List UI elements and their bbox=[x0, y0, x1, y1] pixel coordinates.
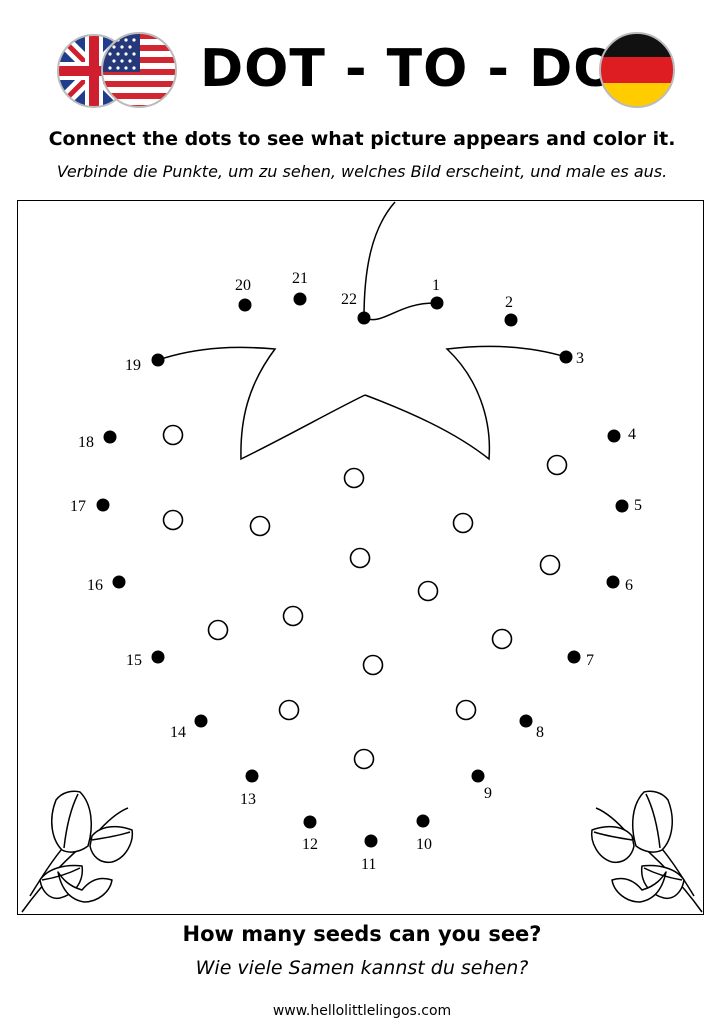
seed bbox=[452, 512, 474, 534]
dot-label: 3 bbox=[576, 350, 584, 367]
seed bbox=[278, 699, 300, 721]
seed bbox=[162, 424, 184, 446]
dot-label: 18 bbox=[78, 434, 94, 451]
dot-point bbox=[567, 650, 581, 664]
dot-14: 14 bbox=[170, 714, 208, 741]
header: DOT - TO - DOT bbox=[0, 0, 724, 120]
dot-point bbox=[103, 430, 117, 444]
seed bbox=[539, 554, 561, 576]
left-plant-icon bbox=[21, 790, 134, 913]
dot-label: 17 bbox=[70, 498, 86, 515]
dot-label: 22 bbox=[341, 291, 357, 308]
dot-label: 1 bbox=[432, 277, 440, 294]
dot-9: 9 bbox=[471, 769, 492, 802]
dot-label: 13 bbox=[240, 791, 256, 808]
website-link[interactable]: www.hellolittlelingos.com bbox=[272, 1003, 452, 1019]
dot-point bbox=[357, 311, 371, 325]
question-english: How many seeds can you see? bbox=[182, 922, 542, 946]
dot-label: 6 bbox=[625, 577, 633, 594]
dot-20: 20 bbox=[235, 277, 252, 312]
dot-7: 7 bbox=[567, 650, 594, 669]
dot-16: 16 bbox=[87, 575, 126, 594]
dot-label: 4 bbox=[628, 426, 636, 443]
dot-point bbox=[96, 498, 110, 512]
dot-point bbox=[559, 350, 573, 364]
dot-15: 15 bbox=[126, 650, 165, 669]
dot-10: 10 bbox=[416, 814, 432, 853]
seed bbox=[249, 515, 271, 537]
dot-19: 19 bbox=[125, 353, 165, 374]
dot-label: 14 bbox=[170, 724, 186, 741]
dot-1: 1 bbox=[430, 277, 444, 310]
dot-point bbox=[519, 714, 533, 728]
dot-label: 21 bbox=[292, 270, 308, 287]
dot-point bbox=[504, 313, 518, 327]
dot-point bbox=[151, 650, 165, 664]
dot-point bbox=[303, 815, 317, 829]
instruction-german: Verbinde die Punkte, um zu sehen, welche… bbox=[56, 162, 668, 181]
connector-line bbox=[363, 302, 438, 321]
seed bbox=[343, 467, 365, 489]
dot-point bbox=[151, 353, 165, 367]
dot-point bbox=[245, 769, 259, 783]
dot-point bbox=[471, 769, 485, 783]
seed bbox=[546, 454, 568, 476]
seed bbox=[417, 580, 439, 602]
page-title: DOT - TO - DOT bbox=[200, 39, 655, 99]
us-flag-icon bbox=[101, 32, 177, 108]
dot-13: 13 bbox=[240, 769, 259, 808]
dot-point bbox=[615, 499, 629, 513]
stem-line bbox=[363, 201, 396, 319]
dot-label: 10 bbox=[416, 836, 432, 853]
dot-label: 9 bbox=[484, 785, 492, 802]
dot-label: 16 bbox=[87, 577, 103, 594]
dot-6: 6 bbox=[606, 575, 633, 594]
seed bbox=[491, 628, 513, 650]
dot-11: 11 bbox=[361, 834, 378, 873]
dot-point bbox=[112, 575, 126, 589]
dot-label: 7 bbox=[586, 652, 594, 669]
dot-21: 21 bbox=[292, 270, 308, 306]
dot-point bbox=[416, 814, 430, 828]
dot-point bbox=[194, 714, 208, 728]
dot-18: 18 bbox=[78, 430, 117, 451]
seed bbox=[362, 654, 384, 676]
dot-label: 8 bbox=[536, 724, 544, 741]
dot-label: 20 bbox=[235, 277, 251, 294]
seed bbox=[353, 748, 375, 770]
dot-point bbox=[364, 834, 378, 848]
left-leaf-line bbox=[157, 346, 366, 461]
seed bbox=[207, 619, 229, 641]
dot-point bbox=[607, 429, 621, 443]
dot-22: 22 bbox=[341, 291, 371, 325]
dot-2: 2 bbox=[504, 294, 518, 327]
puzzle-frame bbox=[17, 200, 704, 915]
right-plant-icon bbox=[590, 790, 703, 913]
right-leaf-line bbox=[364, 345, 567, 461]
dot-17: 17 bbox=[70, 498, 110, 515]
dot-label: 15 bbox=[126, 652, 142, 669]
dot-point bbox=[293, 292, 307, 306]
seed bbox=[349, 547, 371, 569]
instruction-english: Connect the dots to see what picture app… bbox=[48, 128, 676, 150]
dot-label: 5 bbox=[634, 497, 642, 514]
question-german: Wie viele Samen kannst du sehen? bbox=[195, 957, 529, 979]
seed bbox=[282, 605, 304, 627]
dot-12: 12 bbox=[302, 815, 318, 853]
dot-label: 11 bbox=[361, 856, 376, 873]
seed bbox=[455, 699, 477, 721]
dot-5: 5 bbox=[615, 497, 642, 514]
germany-flag-icon bbox=[599, 32, 675, 108]
seed bbox=[162, 509, 184, 531]
dot-8: 8 bbox=[519, 714, 544, 741]
dot-label: 12 bbox=[302, 836, 318, 853]
dot-point bbox=[238, 298, 252, 312]
dot-point bbox=[606, 575, 620, 589]
dot-label: 2 bbox=[505, 294, 513, 311]
dot-label: 19 bbox=[125, 357, 141, 374]
dot-point bbox=[430, 296, 444, 310]
dot-3: 3 bbox=[559, 350, 584, 367]
dot-4: 4 bbox=[607, 426, 636, 443]
